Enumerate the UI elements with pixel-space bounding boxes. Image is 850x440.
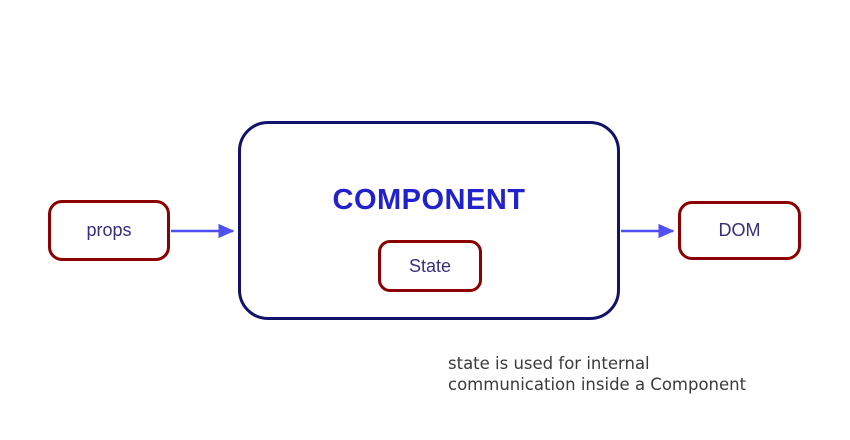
caption-line-2: communication inside a Component (448, 375, 747, 394)
caption: state is used for internal communication… (448, 353, 746, 395)
dom-node-label: DOM (718, 220, 761, 240)
props-node-label: props (86, 220, 132, 240)
props-node: props (48, 200, 170, 261)
component-node-title: COMPONENT (332, 184, 526, 216)
state-node: State (378, 240, 482, 292)
caption-line-1: state is used for internal (448, 354, 650, 373)
dom-node: DOM (678, 201, 801, 260)
state-node-label: State (408, 255, 452, 276)
